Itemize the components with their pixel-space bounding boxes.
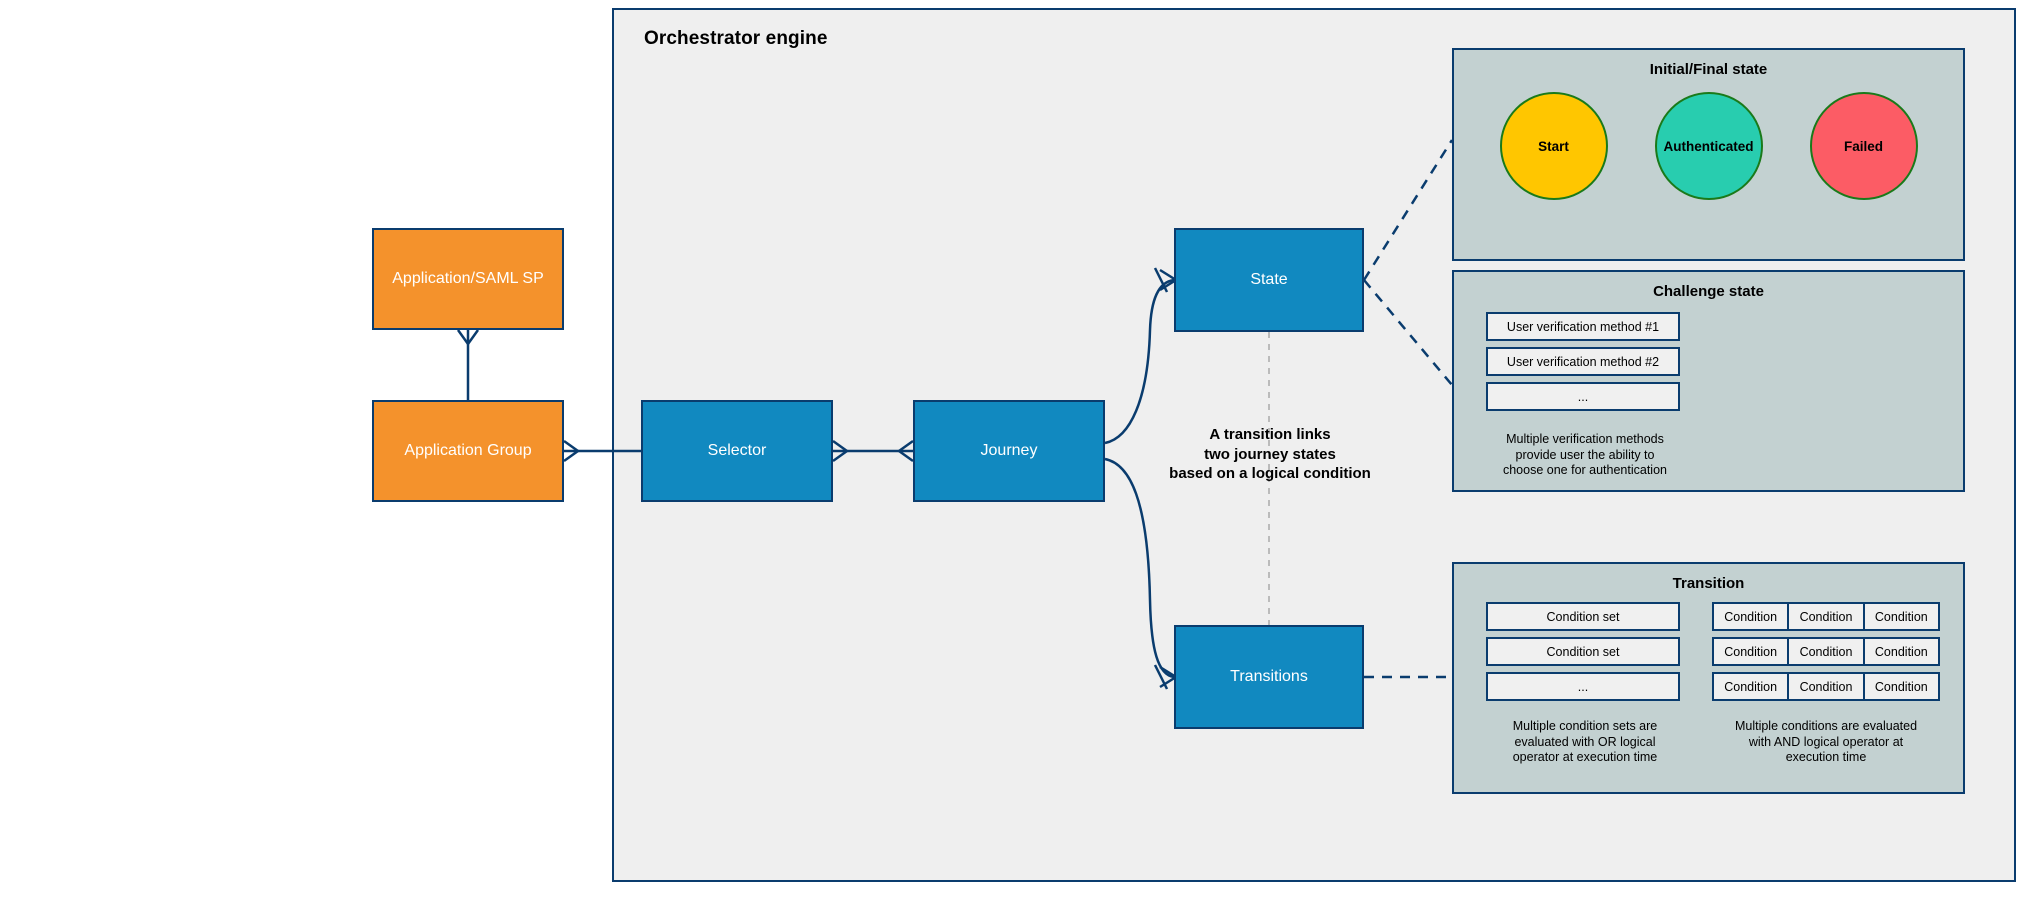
node-transitions[interactable]: Transitions [1174,625,1364,729]
caption-line: Multiple conditions are evaluated [1734,719,1918,733]
caption-line: provide user the ability to [1515,447,1655,462]
caption-line: Multiple verification methods [1506,432,1664,446]
condition-cell[interactable]: Condition [1787,672,1865,701]
condition-cell[interactable]: Condition [1862,637,1940,666]
condition-set-item[interactable]: Condition set [1486,602,1680,631]
panel-initial-final-state: Initial/Final state Start Authenticated … [1452,48,1965,261]
node-selector[interactable]: Selector [641,400,833,502]
condition-set-item[interactable]: ... [1486,672,1680,701]
panel-transition-title: Transition [1672,575,1745,592]
panel-challenge-state: Challenge state User verification method… [1452,270,1965,492]
condition-grid-caption: Multiple conditions are evaluated with A… [1702,719,1950,766]
panel-initial-final-state-title: Initial/Final state [1649,61,1768,78]
condition-grid: Condition Condition Condition Condition … [1712,602,1940,707]
condition-grid-row: Condition Condition Condition [1712,602,1940,631]
caption-line: operator at execution time [1512,750,1658,765]
state-circle-authenticated[interactable]: Authenticated [1654,92,1763,200]
condition-cell[interactable]: Condition [1787,637,1865,666]
condition-cell[interactable]: Condition [1787,602,1865,631]
condition-grid-row: Condition Condition Condition [1712,637,1940,666]
caption-line: execution time [1785,750,1867,765]
state-circle-failed[interactable]: Failed [1809,92,1918,200]
challenge-state-caption: Multiple verification methods provide us… [1466,432,1704,479]
note-line-3: based on a logical condition [1169,465,1371,482]
caption-line: with AND logical operator at [1748,734,1904,749]
node-state[interactable]: State [1174,228,1364,332]
condition-cell[interactable]: Condition [1712,602,1790,631]
condition-set-caption: Multiple condition sets are evaluated wi… [1466,719,1704,766]
note-line-2: two journey states [1204,445,1336,463]
node-journey[interactable]: Journey [913,400,1105,502]
caption-line: Multiple condition sets are [1512,719,1658,733]
node-application-saml-sp[interactable]: Application/SAML SP [372,228,564,330]
condition-cell[interactable]: Condition [1712,637,1790,666]
note-line-1: A transition links [1209,426,1331,443]
orchestrator-engine-title: Orchestrator engine [644,28,828,49]
verification-method-item[interactable]: ... [1486,382,1680,411]
verification-method-item[interactable]: User verification method #2 [1486,347,1680,376]
verification-method-item[interactable]: User verification method #1 [1486,312,1680,341]
connector-appsaml-to-appgroup [456,329,480,400]
condition-cell[interactable]: Condition [1862,602,1940,631]
condition-cell[interactable]: Condition [1862,672,1940,701]
verification-method-list: User verification method #1 User verific… [1486,312,1680,417]
node-application-group[interactable]: Application Group [372,400,564,502]
condition-set-item[interactable]: Condition set [1486,637,1680,666]
transition-explanation-note: A transition links two journey states ba… [1110,425,1430,484]
initial-final-circles-row: Start Authenticated Failed [1454,92,1963,200]
caption-line: evaluated with OR logical [1514,734,1656,749]
state-circle-start[interactable]: Start [1499,92,1608,200]
condition-grid-row: Condition Condition Condition [1712,672,1940,701]
condition-cell[interactable]: Condition [1712,672,1790,701]
condition-set-list: Condition set Condition set ... [1486,602,1680,707]
caption-line: choose one for authentication [1502,463,1667,478]
panel-transition: Transition Condition set Condition set .… [1452,562,1965,794]
panel-challenge-state-title: Challenge state [1653,283,1764,300]
